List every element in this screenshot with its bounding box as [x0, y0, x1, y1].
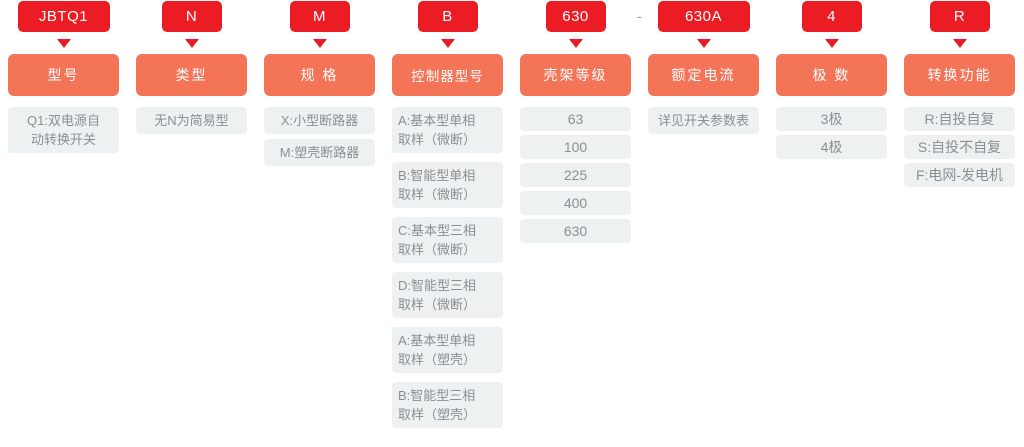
cell-item: A:基本型单相 取样（微断） [392, 107, 503, 153]
column-poles: 4 极 数 3极 4极 [776, 0, 887, 163]
cell-item: R:自投自复 [904, 107, 1015, 131]
badge-row-specification: M [264, 0, 375, 32]
cells-controller-model: A:基本型单相 取样（微断） B:智能型单相 取样（微断） C:基本型三相 取样… [392, 107, 503, 437]
cell-item: 225 [520, 163, 631, 187]
header-frame-rating: 壳架等级 [520, 54, 631, 96]
column-transfer-function: R 转换功能 R:自投自复 S:自投不自复 F:电网-发电机 [904, 0, 1015, 191]
cell-item: M:塑壳断路器 [264, 139, 375, 166]
cell-item: Q1:双电源自 动转换开关 [8, 107, 119, 153]
badge-row-type: N [136, 0, 247, 32]
cell-item: A:基本型单相 取样（塑壳） [392, 327, 503, 373]
cell-item: B:智能型单相 取样（微断） [392, 162, 503, 208]
arrow-down-icon-poles [824, 39, 839, 48]
cells-model: Q1:双电源自 动转换开关 [8, 107, 119, 162]
cell-item: F:电网-发电机 [904, 163, 1015, 187]
cells-poles: 3极 4极 [776, 107, 887, 163]
header-model: 型号 [8, 54, 119, 96]
cell-item: D:智能型三相 取样（微断） [392, 272, 503, 318]
column-frame-rating: 630 壳架等级 63 100 225 400 630 [520, 0, 631, 247]
arrow-down-icon-frame-rating [568, 39, 583, 48]
arrow-down-icon-model [56, 39, 71, 48]
cell-item: X:小型断路器 [264, 107, 375, 134]
cell-item: S:自投不自复 [904, 135, 1015, 159]
arrow-down-icon-specification [312, 39, 327, 48]
cell-item: C:基本型三相 取样（微断） [392, 217, 503, 263]
cell-item: 详见开关参数表 [648, 107, 759, 134]
cells-transfer-function: R:自投自复 S:自投不自复 F:电网-发电机 [904, 107, 1015, 191]
cells-rated-current: 详见开关参数表 [648, 107, 759, 143]
arrow-down-icon-type [184, 39, 199, 48]
separator-dash: - [637, 8, 642, 24]
column-rated-current: - 630A 额定电流 详见开关参数表 [637, 0, 759, 143]
badge-type[interactable]: N [161, 0, 222, 32]
header-transfer-function: 转换功能 [904, 54, 1015, 96]
cell-item: 100 [520, 135, 631, 159]
badge-rated-current[interactable]: 630A [657, 0, 750, 32]
cell-item: 63 [520, 107, 631, 131]
cells-frame-rating: 63 100 225 400 630 [520, 107, 631, 247]
badge-row-rated-current: - 630A [637, 0, 759, 32]
badge-frame-rating[interactable]: 630 [545, 0, 606, 32]
header-poles: 极 数 [776, 54, 887, 96]
badge-controller-model[interactable]: B [417, 0, 478, 32]
badge-row-poles: 4 [776, 0, 887, 32]
arrow-down-icon-rated-current [696, 39, 711, 48]
cells-specification: X:小型断路器 M:塑壳断路器 [264, 107, 375, 171]
column-model: JBTQ1 型号 Q1:双电源自 动转换开关 [8, 0, 119, 162]
columns-container: JBTQ1 型号 Q1:双电源自 动转换开关 N 类型 无N为简易型 M [8, 0, 1015, 437]
header-rated-current: 额定电流 [648, 54, 759, 96]
arrow-down-icon-transfer-function [952, 39, 967, 48]
arrow-down-icon-controller-model [440, 39, 455, 48]
cell-item: B:智能型三相 取样（塑壳） [392, 382, 503, 428]
header-controller-model: 控制器型号 [392, 54, 503, 96]
badge-transfer-function[interactable]: R [929, 0, 990, 32]
badge-poles[interactable]: 4 [801, 0, 862, 32]
badge-row-frame-rating: 630 [520, 0, 631, 32]
badge-specification[interactable]: M [289, 0, 350, 32]
cells-type: 无N为简易型 [136, 107, 247, 143]
badge-row-model: JBTQ1 [8, 0, 119, 32]
column-controller-model: B 控制器型号 A:基本型单相 取样（微断） B:智能型单相 取样（微断） C:… [392, 0, 503, 437]
cell-item: 无N为简易型 [136, 107, 247, 134]
cell-item: 3极 [776, 107, 887, 131]
cell-item: 4极 [776, 135, 887, 159]
cell-item: 400 [520, 191, 631, 215]
column-specification: M 规 格 X:小型断路器 M:塑壳断路器 [264, 0, 375, 171]
column-type: N 类型 无N为简易型 [136, 0, 247, 143]
badge-row-transfer-function: R [904, 0, 1015, 32]
cell-item: 630 [520, 219, 631, 243]
badge-model[interactable]: JBTQ1 [17, 0, 110, 32]
header-type: 类型 [136, 54, 247, 96]
badge-row-controller-model: B [392, 0, 503, 32]
header-specification: 规 格 [264, 54, 375, 96]
